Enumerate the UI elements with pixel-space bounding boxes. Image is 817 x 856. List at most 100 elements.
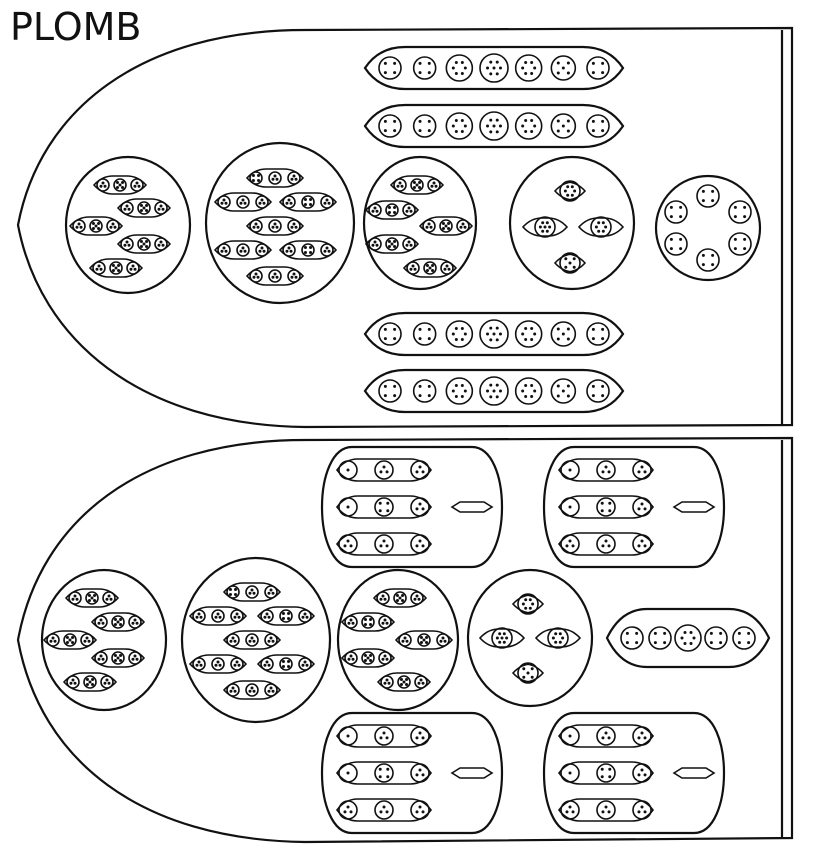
- strand: [97, 657, 101, 661]
- strand: [427, 129, 431, 133]
- strand: [252, 275, 256, 279]
- strand: [65, 635, 69, 639]
- insulated-pair: [577, 217, 625, 237]
- strand: [498, 66, 502, 70]
- conductor: [368, 203, 382, 217]
- strand: [711, 263, 715, 267]
- conductor-row: [363, 45, 625, 91]
- strand: [145, 203, 149, 207]
- strand: [88, 680, 92, 684]
- strand: [412, 186, 416, 190]
- insulated-pair: [88, 258, 144, 278]
- strand: [454, 71, 458, 75]
- conductor: [301, 243, 315, 257]
- strand: [486, 332, 490, 336]
- strand: [591, 394, 595, 398]
- strand: [251, 173, 255, 177]
- strand: [303, 660, 307, 664]
- conductor: [560, 534, 580, 554]
- strand: [119, 653, 123, 657]
- strand: [386, 775, 390, 779]
- insulated-pair: [213, 192, 273, 212]
- conductor: [445, 54, 474, 82]
- conductor: [338, 800, 358, 820]
- strand: [489, 338, 493, 342]
- strand: [505, 636, 509, 640]
- strand: [558, 632, 562, 636]
- conductor: [338, 460, 358, 480]
- strand: [195, 663, 199, 667]
- strand: [131, 621, 135, 625]
- conductor: [264, 633, 278, 647]
- strand: [405, 243, 409, 247]
- conductor: [514, 377, 543, 405]
- strand: [258, 201, 262, 205]
- conductor: [412, 114, 437, 138]
- strand: [524, 606, 528, 610]
- strand: [409, 209, 413, 213]
- upper-conductor-row-1: [363, 45, 625, 91]
- strand: [486, 124, 490, 128]
- strand: [281, 659, 285, 663]
- strand: [378, 775, 382, 779]
- strand: [393, 119, 397, 123]
- conductor: [632, 534, 652, 554]
- insulated-pair: [188, 606, 248, 626]
- conductor: [732, 626, 756, 650]
- strand: [418, 71, 422, 75]
- strand: [568, 771, 572, 775]
- strand: [407, 240, 411, 244]
- connector-link: [672, 501, 716, 513]
- strand: [643, 773, 647, 777]
- strand: [379, 597, 383, 601]
- conductor: [410, 726, 430, 746]
- strand: [601, 119, 605, 123]
- conductor: [264, 585, 278, 599]
- strand: [600, 775, 604, 779]
- strand: [653, 641, 657, 645]
- strand: [267, 639, 271, 643]
- conductor: [632, 460, 652, 480]
- strand: [73, 681, 77, 685]
- conductor: [704, 626, 728, 650]
- insulated-pair: [558, 761, 654, 785]
- insulated-pair: [90, 612, 146, 632]
- strand: [97, 227, 101, 231]
- conductor: [423, 261, 437, 275]
- strand: [119, 617, 123, 621]
- strand: [292, 272, 296, 276]
- strand: [263, 663, 267, 667]
- strand: [398, 181, 402, 185]
- strand: [495, 118, 499, 122]
- strand: [378, 767, 382, 771]
- strand: [601, 736, 605, 740]
- strand: [637, 773, 641, 777]
- conductor: [550, 378, 577, 404]
- insulated-pair: [364, 200, 420, 220]
- strand: [325, 246, 329, 250]
- strand: [701, 189, 705, 193]
- conductor: [445, 320, 474, 348]
- strand: [418, 465, 422, 469]
- conductor: [596, 534, 616, 554]
- strand: [521, 389, 525, 393]
- strand: [498, 332, 502, 336]
- strand: [566, 185, 570, 189]
- strand: [287, 665, 291, 669]
- strand: [541, 221, 545, 225]
- strand: [743, 247, 747, 251]
- strand: [396, 184, 400, 188]
- strand: [369, 623, 373, 627]
- strand: [601, 337, 605, 341]
- insulated-pair: [336, 798, 432, 822]
- strand: [363, 653, 367, 657]
- strand: [561, 389, 565, 393]
- conductor: [560, 726, 580, 746]
- strand: [349, 618, 353, 622]
- strand: [109, 597, 113, 601]
- strand: [145, 209, 149, 213]
- conductor: [479, 53, 509, 83]
- strand: [495, 72, 499, 76]
- conductor: [236, 195, 250, 209]
- strand: [454, 384, 458, 388]
